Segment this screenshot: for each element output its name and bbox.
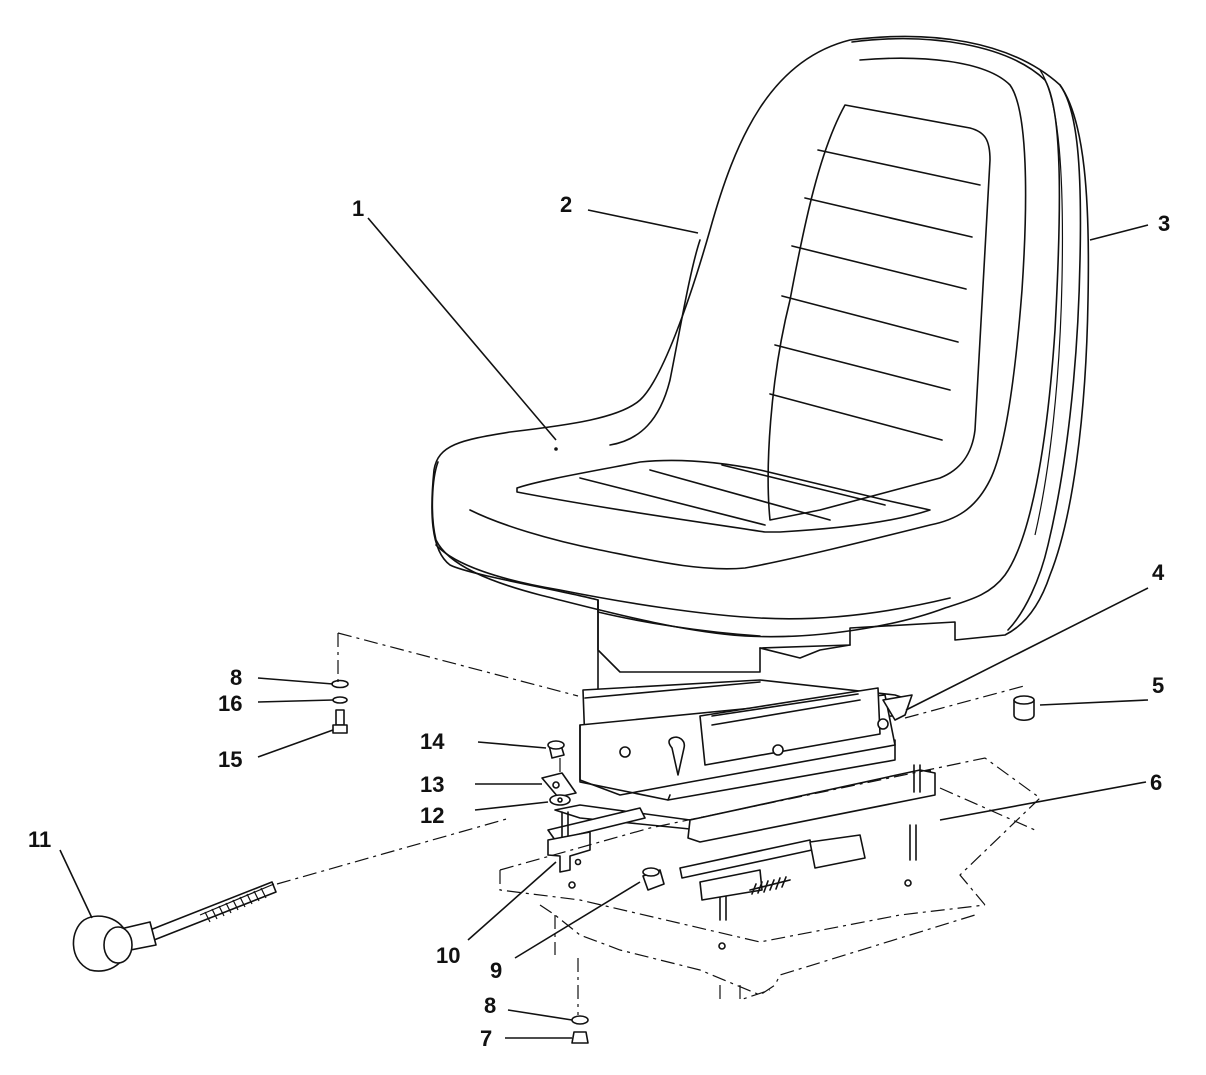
callout-5: 5 [1152, 673, 1164, 698]
seat-shell [431, 35, 1090, 691]
washer-part-12 [549, 794, 571, 806]
nut-part-14 [547, 740, 565, 759]
seat-slide-bracket [547, 679, 936, 921]
callout-8-lower: 8 [484, 993, 496, 1018]
adjustment-knob-part-11 [72, 881, 277, 972]
callout-16: 16 [218, 691, 242, 716]
callout-7: 7 [480, 1026, 492, 1051]
callout-15: 15 [218, 747, 242, 772]
callout-8-upper: 8 [230, 665, 242, 690]
callout-1: 1 [352, 196, 364, 221]
hardware-stack-upper [331, 679, 349, 734]
washer-plate-part-13 [541, 772, 577, 798]
callout-11: 11 [28, 827, 51, 852]
callout-9: 9 [490, 958, 502, 983]
callout-3: 3 [1158, 211, 1170, 236]
mounting-plate [499, 757, 1041, 1001]
callout-10: 10 [436, 943, 460, 968]
callout-2: 2 [560, 192, 572, 217]
callout-4: 4 [1152, 560, 1165, 585]
hardware-stack-lower [571, 1015, 589, 1044]
callout-14: 14 [420, 729, 445, 754]
leader-lines [59, 209, 1149, 1039]
bumper-part-5 [1013, 695, 1035, 722]
callout-13: 13 [420, 772, 444, 797]
assembly-dash-lines [276, 632, 1036, 1015]
pin-part-9 [642, 867, 665, 891]
callout-6: 6 [1150, 770, 1162, 795]
callout-12: 12 [420, 803, 444, 828]
